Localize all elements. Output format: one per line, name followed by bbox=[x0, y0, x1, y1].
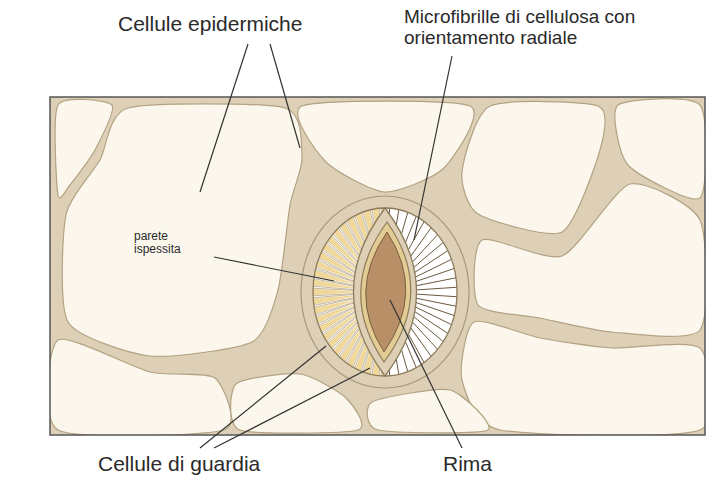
epidermal-cells bbox=[50, 99, 705, 435]
frame bbox=[50, 97, 705, 435]
leader-line bbox=[414, 56, 452, 240]
part-label: Rima bbox=[443, 452, 523, 476]
rima bbox=[366, 232, 406, 352]
leader-line bbox=[270, 44, 300, 148]
part-label: Cellule epidermiche bbox=[118, 12, 358, 36]
leader-line bbox=[214, 368, 370, 448]
epidermal-cell bbox=[298, 101, 474, 192]
epidermal-cell bbox=[367, 389, 489, 432]
epidermal-cell bbox=[50, 339, 231, 435]
leader-line bbox=[200, 346, 326, 448]
part-label: Microfibrille di cellulosa con orientame… bbox=[404, 6, 636, 49]
leader-lines bbox=[200, 44, 462, 448]
part-label: parete ispessita bbox=[134, 230, 212, 257]
leader-line bbox=[214, 257, 334, 281]
leader-line bbox=[390, 300, 462, 448]
leader-line bbox=[200, 44, 248, 192]
part-label: Cellule di guardia bbox=[98, 452, 318, 476]
epidermal-cell bbox=[62, 104, 302, 356]
thickened-wall bbox=[361, 222, 411, 362]
epidermal-cell bbox=[462, 101, 605, 233]
epidermal-cell bbox=[461, 321, 705, 435]
epidermal-cell bbox=[474, 184, 705, 337]
stoma-wall bbox=[301, 196, 469, 388]
